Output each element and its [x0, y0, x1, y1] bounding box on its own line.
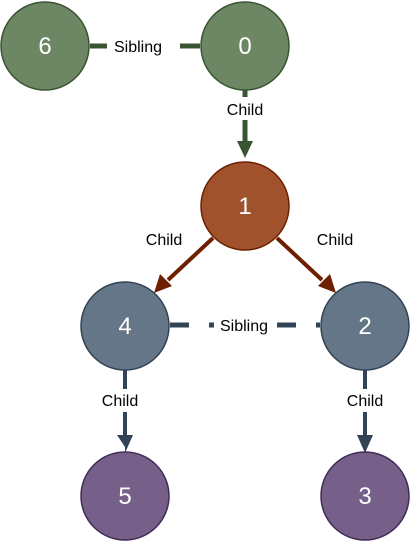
node-5[interactable]: 5 [80, 451, 170, 541]
node-4-label: 4 [118, 313, 131, 340]
node-4[interactable]: 4 [80, 281, 170, 371]
arrowhead-1-4 [154, 274, 172, 293]
node-0-label: 0 [238, 33, 251, 60]
edge-label-child-4-5: Child [102, 393, 138, 410]
node-6-label: 6 [38, 33, 51, 60]
edge-child-2-3: Child [347, 370, 383, 453]
edge-label-sibling-6-0: Sibling [114, 39, 162, 56]
edge-sibling-6-0: Sibling [90, 39, 200, 56]
node-2[interactable]: 2 [320, 281, 410, 371]
arrowhead-2-3 [357, 435, 373, 453]
node-6[interactable]: 6 [0, 1, 90, 91]
edge-child-4-5: Child [102, 370, 138, 453]
node-3[interactable]: 3 [320, 451, 410, 541]
node-5-label: 5 [118, 483, 131, 510]
edge-label-child-1-4: Child [146, 232, 182, 249]
node-3-label: 3 [358, 483, 371, 510]
node-1-label: 1 [238, 193, 251, 220]
node-2-label: 2 [358, 313, 371, 340]
node-0[interactable]: 0 [200, 1, 290, 91]
node-1[interactable]: 1 [200, 161, 290, 251]
edge-label-child-0-1: Child [227, 102, 263, 119]
edge-child-1-2: Child [275, 232, 353, 293]
arrowhead-1-2 [318, 274, 336, 293]
edge-child-0-1: Child [227, 90, 263, 158]
edge-child-1-4: Child [146, 232, 215, 293]
edge-label-child-1-2: Child [317, 232, 353, 249]
edge-label-child-2-3: Child [347, 393, 383, 410]
edge-sibling-4-2: Sibling [170, 318, 320, 335]
arrowhead-0-1 [237, 141, 253, 158]
edge-label-sibling-4-2: Sibling [220, 318, 268, 335]
arrowhead-4-5 [117, 435, 133, 453]
